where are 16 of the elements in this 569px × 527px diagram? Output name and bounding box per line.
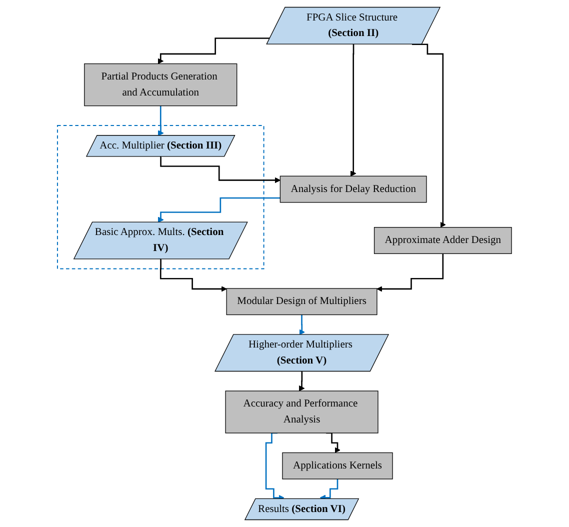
node-box: Approximate Adder Design [374,227,512,254]
arrow [376,252,444,292]
arrow [299,314,305,336]
arrow [160,156,280,184]
arrow [158,38,270,64]
arrow [160,258,227,292]
arrow [350,44,356,176]
arrow [298,370,305,392]
cluster [56,125,264,270]
arrow [158,105,164,136]
node-box: Analysis for Delay Reduction [280,176,427,203]
node-box: Applications Kernels [282,452,393,480]
node-box: Modular Design of Multipliers [226,288,378,316]
node-box: Accuracy and Performance Analysis [225,390,378,434]
node-box: Partial Products Generation and Accumulation [84,63,238,106]
arrow [158,197,280,223]
